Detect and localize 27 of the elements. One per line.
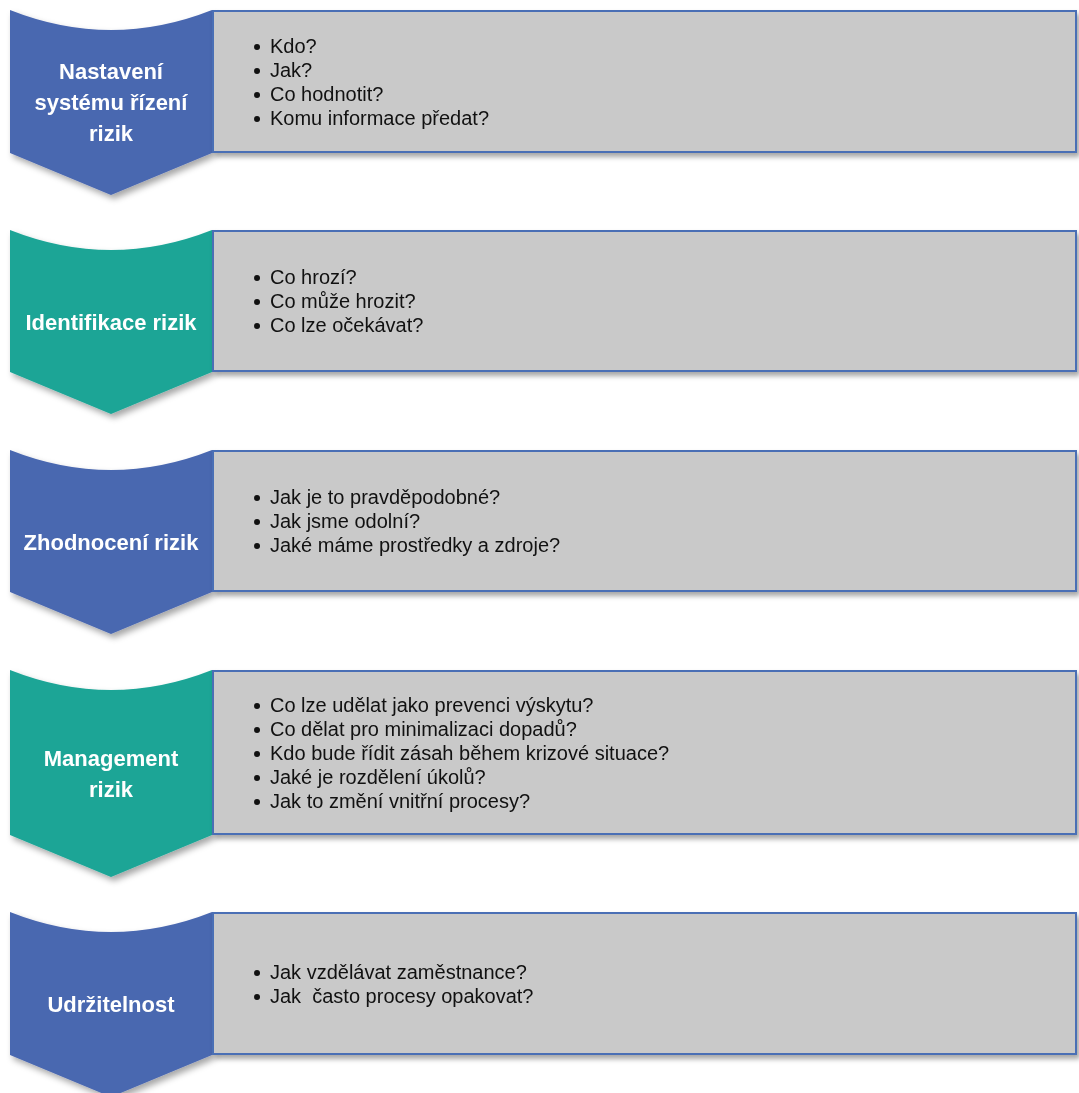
- step-title: Zhodnocení rizik: [23, 528, 199, 557]
- bullet-item: Jak jsme odolní?: [254, 509, 561, 533]
- bullet-item: Co hrozí?: [254, 265, 424, 289]
- bullet-item: Co lze udělat jako prevenci výskytu?: [254, 692, 670, 717]
- bullet-item: Co lze očekávat?: [254, 313, 424, 337]
- bullet-item: Co může hrozit?: [254, 289, 424, 313]
- question-panel: [212, 670, 1077, 835]
- step-title: Management rizik: [42, 744, 180, 804]
- bullet-item: Co dělat pro minimalizaci dopadů?: [254, 716, 670, 741]
- bullet-item: Jak to změní vnitřní procesy?: [254, 788, 670, 813]
- question-panel: [212, 450, 1077, 592]
- bullet-item: Kdo?: [254, 33, 489, 58]
- step-title: Nastavení systému řízení rizik: [33, 58, 189, 148]
- bullet-item: Komu informace předat?: [254, 105, 489, 130]
- bullet-item: Jaké máme prostředky a zdroje?: [254, 533, 561, 557]
- bullet-item: Jak je to pravděpodobné?: [254, 485, 561, 509]
- bullet-item: Kdo bude řídit zásah během krizové situace?: [254, 740, 670, 765]
- bullet-item: Jak často procesy opakovat?: [254, 983, 534, 1008]
- bullet-item: Jaké je rozdělení úkolů?: [254, 764, 670, 789]
- question-panel: [212, 10, 1077, 153]
- bullet-item: Co hodnotit?: [254, 81, 489, 106]
- step-title: Identifikace rizik: [25, 308, 197, 337]
- step-title: Udržitelnost: [47, 991, 175, 1019]
- bullet-item: Jak vzdělávat zaměstnance?: [254, 959, 534, 984]
- question-panel: [212, 230, 1077, 372]
- question-panel: [212, 912, 1077, 1055]
- bullet-item: Jak?: [254, 57, 489, 82]
